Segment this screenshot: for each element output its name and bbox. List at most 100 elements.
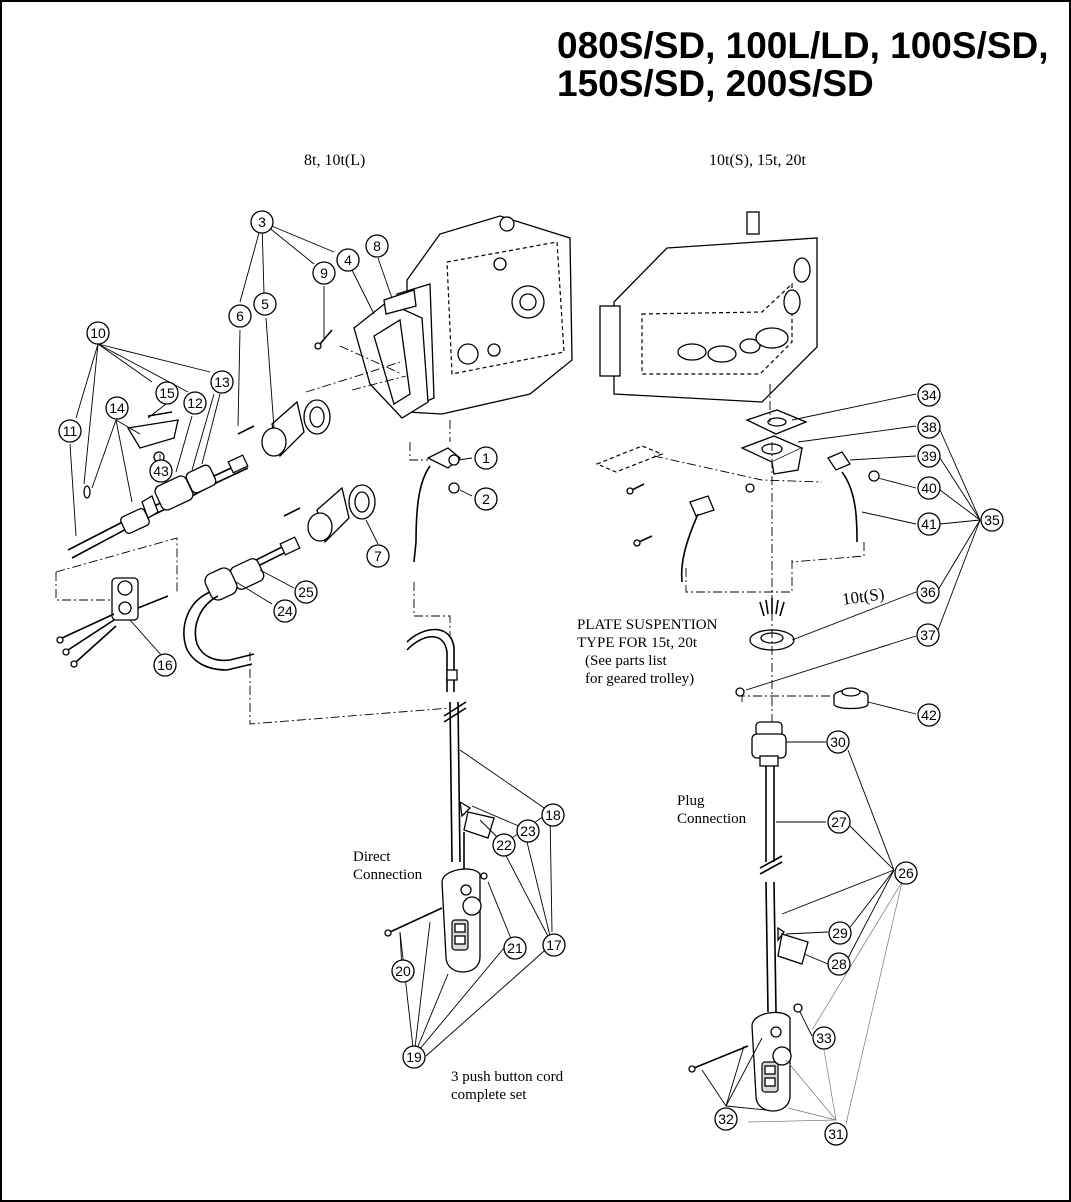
callout-34: 34 bbox=[917, 383, 941, 407]
left-pendant-switch bbox=[384, 868, 488, 973]
plate-note-line-2: TYPE FOR 15t, 20t bbox=[577, 635, 698, 651]
callout-24: 24 bbox=[273, 599, 297, 623]
svg-text:40: 40 bbox=[921, 480, 937, 496]
right-wire-harness-plug bbox=[735, 598, 869, 710]
callout-3: 3 bbox=[250, 210, 274, 234]
plug-note-line-1: Plug bbox=[677, 793, 705, 809]
svg-text:11: 11 bbox=[63, 423, 78, 439]
set-note-line-1: 3 push button cord bbox=[451, 1069, 564, 1085]
svg-text:41: 41 bbox=[921, 516, 937, 532]
svg-text:9: 9 bbox=[320, 265, 328, 281]
svg-text:20: 20 bbox=[395, 963, 411, 979]
svg-text:27: 27 bbox=[831, 814, 847, 830]
svg-text:37: 37 bbox=[920, 627, 936, 643]
set-note-line-2: complete set bbox=[451, 1087, 527, 1103]
svg-text:36: 36 bbox=[920, 584, 936, 600]
left-terminal-plate bbox=[353, 289, 429, 419]
callout-4: 4 bbox=[336, 248, 360, 272]
svg-text:4: 4 bbox=[344, 252, 352, 268]
svg-text:32: 32 bbox=[718, 1111, 734, 1127]
callout-30: 30 bbox=[826, 730, 850, 754]
svg-text:13: 13 bbox=[214, 374, 230, 390]
svg-text:15: 15 bbox=[159, 385, 175, 401]
svg-text:14: 14 bbox=[109, 400, 125, 416]
svg-text:31: 31 bbox=[828, 1126, 844, 1142]
svg-text:18: 18 bbox=[545, 807, 561, 823]
left-gland-fitting-lower bbox=[183, 484, 376, 671]
svg-text:25: 25 bbox=[298, 584, 314, 600]
callout-13: 13 bbox=[210, 370, 234, 394]
callout-39: 39 bbox=[917, 444, 941, 468]
svg-text:24: 24 bbox=[277, 603, 293, 619]
callout-28: 28 bbox=[827, 952, 851, 976]
callout-33: 33 bbox=[812, 1026, 836, 1050]
svg-text:12: 12 bbox=[187, 395, 203, 411]
model-title-line-2: 150S/SD, 200S/SD bbox=[557, 63, 874, 104]
svg-text:26: 26 bbox=[898, 865, 914, 881]
plug-note-line-2: Connection bbox=[677, 811, 747, 827]
callout-26: 26 bbox=[894, 861, 918, 885]
left-cable-assembly bbox=[67, 411, 249, 559]
callout-1: 1 bbox=[474, 446, 498, 470]
svg-text:10: 10 bbox=[90, 325, 106, 341]
svg-text:6: 6 bbox=[236, 308, 244, 324]
right-plug-cord bbox=[751, 721, 809, 1013]
callout-36: 36 bbox=[916, 580, 940, 604]
left-section-heading: 8t, 10t(L) bbox=[304, 152, 366, 169]
svg-text:29: 29 bbox=[832, 925, 848, 941]
callout-14: 14 bbox=[105, 396, 129, 420]
svg-text:3: 3 bbox=[258, 214, 266, 230]
callout-25: 25 bbox=[294, 580, 318, 604]
callout-12: 12 bbox=[183, 391, 207, 415]
callout-16: 16 bbox=[153, 653, 177, 677]
callout-15: 15 bbox=[155, 381, 179, 405]
right-gasket-and-plate bbox=[740, 409, 880, 543]
callout-2: 2 bbox=[474, 487, 498, 511]
svg-text:16: 16 bbox=[157, 657, 173, 673]
callout-19: 19 bbox=[402, 1045, 426, 1069]
svg-text:1: 1 bbox=[482, 450, 490, 466]
callout-23: 23 bbox=[516, 819, 540, 843]
callout-6: 6 bbox=[228, 304, 252, 328]
callout-37: 37 bbox=[916, 623, 940, 647]
right-electrical-box bbox=[599, 211, 818, 403]
callout-11: 11 bbox=[58, 419, 82, 443]
left-cable-clamp bbox=[56, 577, 169, 668]
left-ground-wire bbox=[413, 447, 462, 563]
left-gland-fitting-upper bbox=[237, 399, 331, 458]
svg-text:5: 5 bbox=[261, 296, 269, 312]
callout-35: 35 bbox=[980, 508, 1004, 532]
callout-38: 38 bbox=[917, 415, 941, 439]
callout-32: 32 bbox=[714, 1107, 738, 1131]
callout-7: 7 bbox=[366, 544, 390, 568]
callout-43: 43 bbox=[149, 459, 173, 483]
callouts: 1 2 3 4 5 6 7 8 9 10 11 12 13 14 15 16 1… bbox=[58, 210, 1004, 1146]
plate-note-line-4: for geared trolley) bbox=[585, 671, 695, 687]
svg-text:23: 23 bbox=[520, 823, 536, 839]
model-title-line-1: 080S/SD, 100L/LD, 100S/SD, bbox=[557, 25, 1049, 66]
assembly-centerlines bbox=[55, 345, 865, 725]
svg-text:33: 33 bbox=[816, 1030, 832, 1046]
direct-note-line-2: Connection bbox=[353, 867, 423, 883]
svg-text:28: 28 bbox=[831, 956, 847, 972]
callout-18: 18 bbox=[541, 803, 565, 827]
leader-lines bbox=[69, 221, 981, 1125]
svg-text:35: 35 bbox=[984, 512, 1000, 528]
svg-text:2: 2 bbox=[482, 491, 490, 507]
svg-text:39: 39 bbox=[921, 448, 937, 464]
callout-5: 5 bbox=[253, 292, 277, 316]
plate-note-line-3: (See parts list bbox=[585, 653, 667, 669]
right-pendant-switch bbox=[688, 1003, 803, 1112]
left-pendant-cord bbox=[406, 628, 495, 870]
svg-text:30: 30 bbox=[830, 734, 846, 750]
svg-text:43: 43 bbox=[153, 463, 169, 479]
right-section-heading: 10t(S), 15t, 20t bbox=[709, 152, 806, 169]
svg-text:19: 19 bbox=[406, 1049, 422, 1065]
svg-text:8: 8 bbox=[373, 238, 381, 254]
left-electrical-box bbox=[396, 215, 573, 415]
right-plate-suspension-parts bbox=[595, 445, 715, 583]
callout-21: 21 bbox=[503, 936, 527, 960]
callout-9: 9 bbox=[312, 261, 336, 285]
